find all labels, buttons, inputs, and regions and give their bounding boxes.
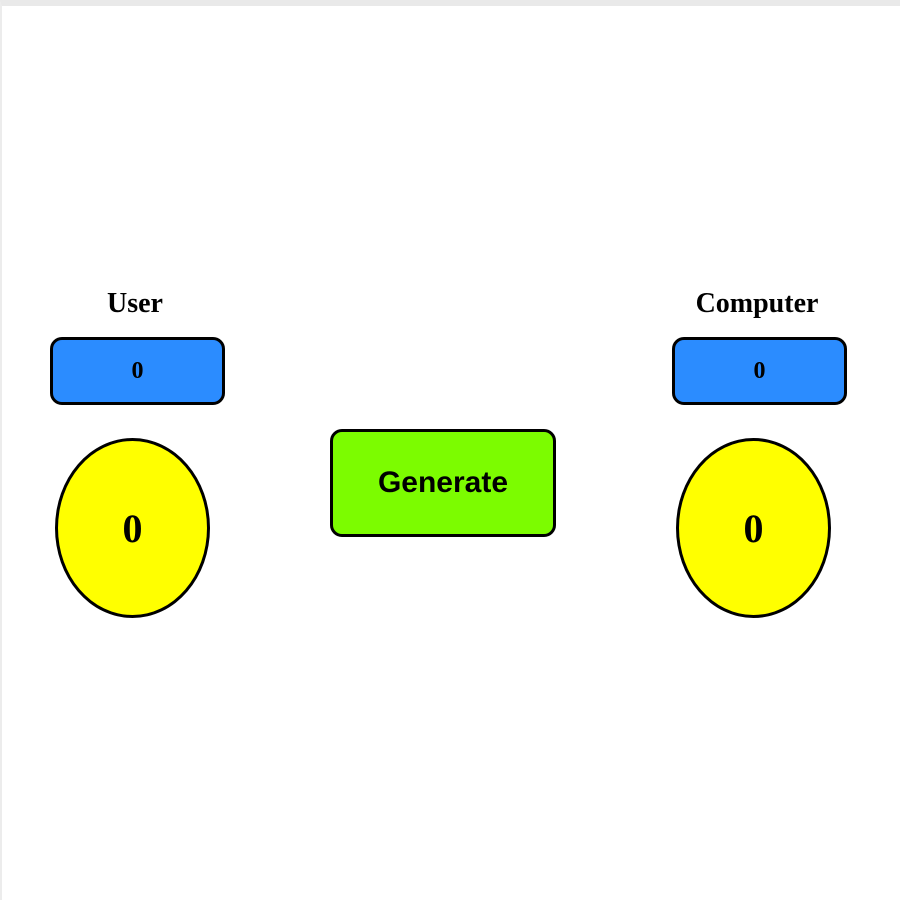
computer-roll-circle: 0 — [676, 438, 831, 618]
user-score-box: 0 — [50, 337, 225, 405]
user-label: User — [107, 288, 163, 319]
user-roll-circle: 0 — [55, 438, 210, 618]
generate-button[interactable]: Generate — [330, 429, 556, 537]
computer-label: Computer — [695, 288, 819, 319]
computer-score-box: 0 — [672, 337, 847, 405]
